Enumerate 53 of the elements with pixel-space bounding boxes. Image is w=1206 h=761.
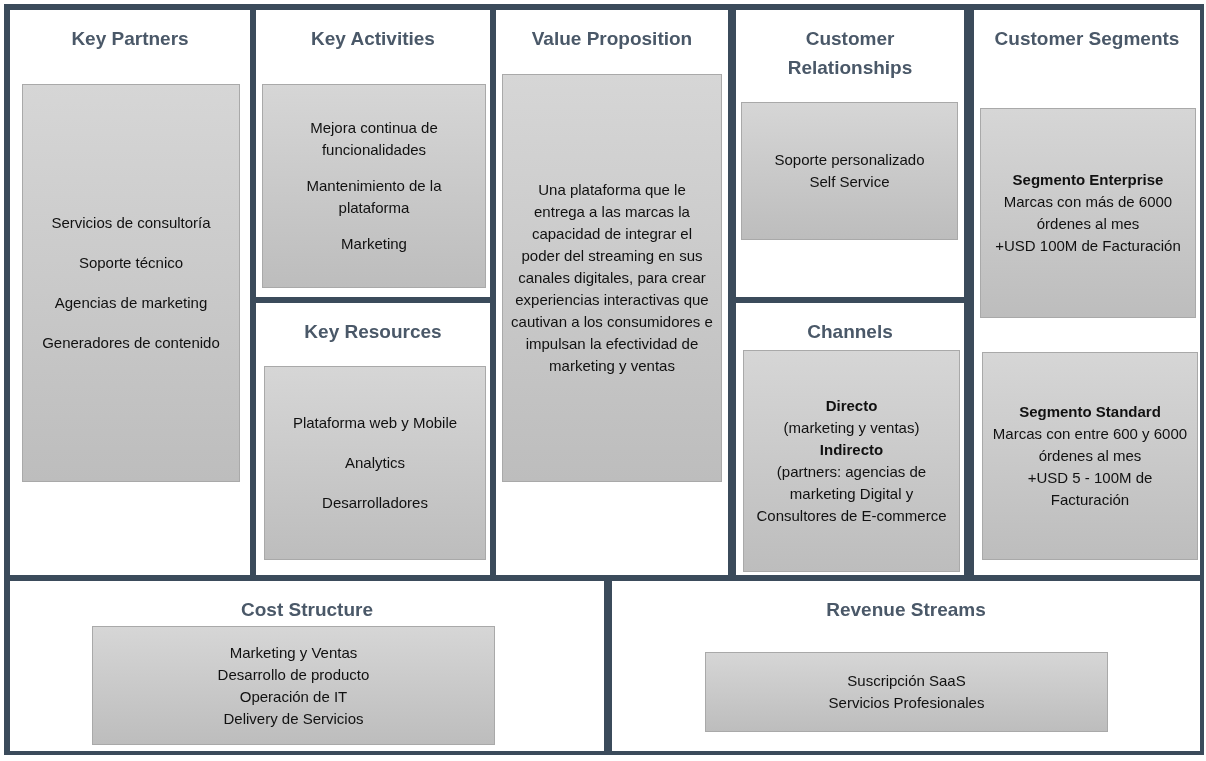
content-box — [502, 74, 722, 482]
content-box — [705, 652, 1108, 732]
box-text: Operación de IT — [239, 686, 348, 707]
section-heading: Customer Relationships — [786, 27, 914, 80]
box-text: Directo (marketing y ventas) — [783, 396, 920, 438]
canvas-section — [736, 303, 964, 575]
content-box — [92, 626, 495, 745]
section-heading: Cost Structure — [240, 598, 374, 622]
box-text: Marketing — [341, 234, 407, 254]
content-box — [980, 108, 1196, 318]
box-text: Generadores de contenido — [42, 333, 220, 353]
canvas-section — [256, 10, 490, 297]
box-text: Soporte personalizado — [774, 150, 925, 170]
section-heading: Key Resources — [303, 320, 443, 344]
section-heading: Key Activities — [310, 27, 436, 51]
section-heading: Customer Segments — [993, 27, 1181, 51]
canvas-section — [974, 10, 1200, 575]
box-text: Segmento Enterprise Marcas con más de 6000 órdenes al mes — [1002, 170, 1174, 234]
content-box — [982, 352, 1198, 560]
box-text: Desarrollo de producto — [217, 664, 370, 685]
canvas-section — [10, 10, 250, 575]
canvas-section — [496, 10, 728, 575]
content-box — [741, 102, 958, 240]
box-text: +USD 5 - 100M de Facturación — [1026, 468, 1154, 510]
box-text: Indirecto (partners: agencias de marketing Digital y Consultores de E-commerce — [755, 440, 948, 526]
canvas-section — [256, 303, 490, 575]
section-heading: Revenue Streams — [825, 598, 987, 622]
box-text: Plataforma web y Mobile — [292, 413, 458, 433]
canvas-section — [612, 581, 1200, 751]
box-text: Soporte técnico — [78, 253, 184, 273]
section-heading: Channels — [806, 320, 894, 344]
box-text: Mantenimiento de la plataforma — [305, 176, 443, 218]
box-text: Suscripción SaaS — [847, 671, 966, 691]
box-text: +USD 100M de Facturación — [995, 236, 1181, 256]
box-text: Delivery de Servicios — [223, 708, 364, 729]
content-box — [264, 366, 486, 560]
box-text: Servicios de consultoría — [51, 213, 211, 233]
box-text: Self Service — [809, 172, 890, 192]
box-text: Desarrolladores — [322, 493, 428, 513]
content-box — [743, 350, 960, 572]
content-box — [262, 84, 486, 288]
box-text: Analytics — [345, 453, 405, 473]
canvas-section — [10, 581, 604, 751]
box-text: Agencias de marketing — [54, 293, 208, 313]
box-text: Mejora continua de funcionalidades — [309, 118, 439, 160]
section-heading: Value Proposition — [530, 27, 694, 51]
box-text: Marketing y Ventas — [229, 642, 358, 663]
canvas-section — [736, 10, 964, 297]
section-heading: Key Partners — [70, 27, 190, 51]
box-text: Segmento Standard Marcas con entre 600 y 6000 órdenes al mes — [991, 402, 1189, 466]
content-box — [22, 84, 240, 482]
box-text: Servicios Profesionales — [828, 693, 985, 713]
box-text: Una plataforma que le entrega a las marcas la capacidad de integrar el poder del streaming en sus canales digitales, para crear experiencias interactivas que cautivan a los consumidores e impulsan la efectividad de marketing y ventas — [511, 180, 713, 376]
